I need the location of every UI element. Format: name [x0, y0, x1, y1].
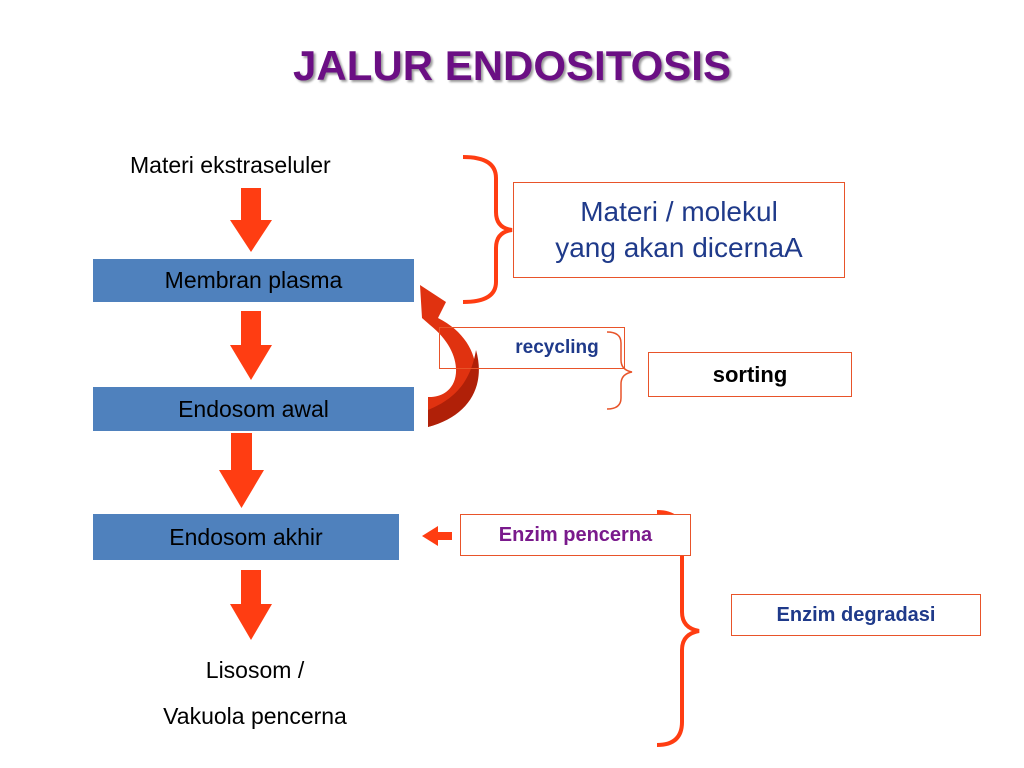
end-label-line2: Vakuola pencerna — [163, 703, 347, 729]
note-recycling-box: recycling — [439, 327, 625, 369]
note-sorting-box: sorting — [648, 352, 852, 397]
down-arrow-3 — [219, 433, 264, 508]
down-arrow-1 — [230, 188, 272, 252]
recycling-curved-arrow-shade — [428, 350, 479, 427]
bracket-molekul — [462, 155, 513, 304]
left-arrow-enzim — [422, 526, 452, 546]
note-molekul-line1: Materi / molekul — [580, 196, 778, 227]
step-box-membran-plasma: Membran plasma — [93, 259, 414, 302]
step-box-endosom-akhir: Endosom akhir — [93, 514, 399, 560]
step-box-endosom-awal: Endosom awal — [93, 387, 414, 431]
down-arrow-2 — [230, 311, 272, 380]
end-label-line1: Lisosom / — [205, 657, 305, 683]
page-title: JALUR ENDOSITOSIS — [293, 42, 731, 89]
step-label: Endosom awal — [178, 395, 329, 422]
step-label: Endosom akhir — [169, 523, 323, 550]
source-label: Materi ekstraseluler — [130, 152, 331, 178]
note-enzim-degradasi-box: Enzim degradasi — [731, 594, 981, 636]
note-enzim-degradasi: Enzim degradasi — [776, 603, 936, 626]
note-recycling: recycling — [515, 337, 599, 358]
down-arrow-4 — [230, 570, 272, 640]
note-enzim-pencerna: Enzim pencerna — [498, 523, 653, 546]
note-enzim-pencerna-box: Enzim pencerna — [460, 514, 691, 556]
note-sorting: sorting — [712, 361, 788, 387]
note-molekul-line2: yang akan dicernaA — [555, 232, 803, 263]
note-molekul-box: Materi / molekul yang akan dicernaA — [513, 182, 845, 278]
step-label: Membran plasma — [164, 267, 343, 293]
bracket-sorting — [606, 331, 633, 410]
